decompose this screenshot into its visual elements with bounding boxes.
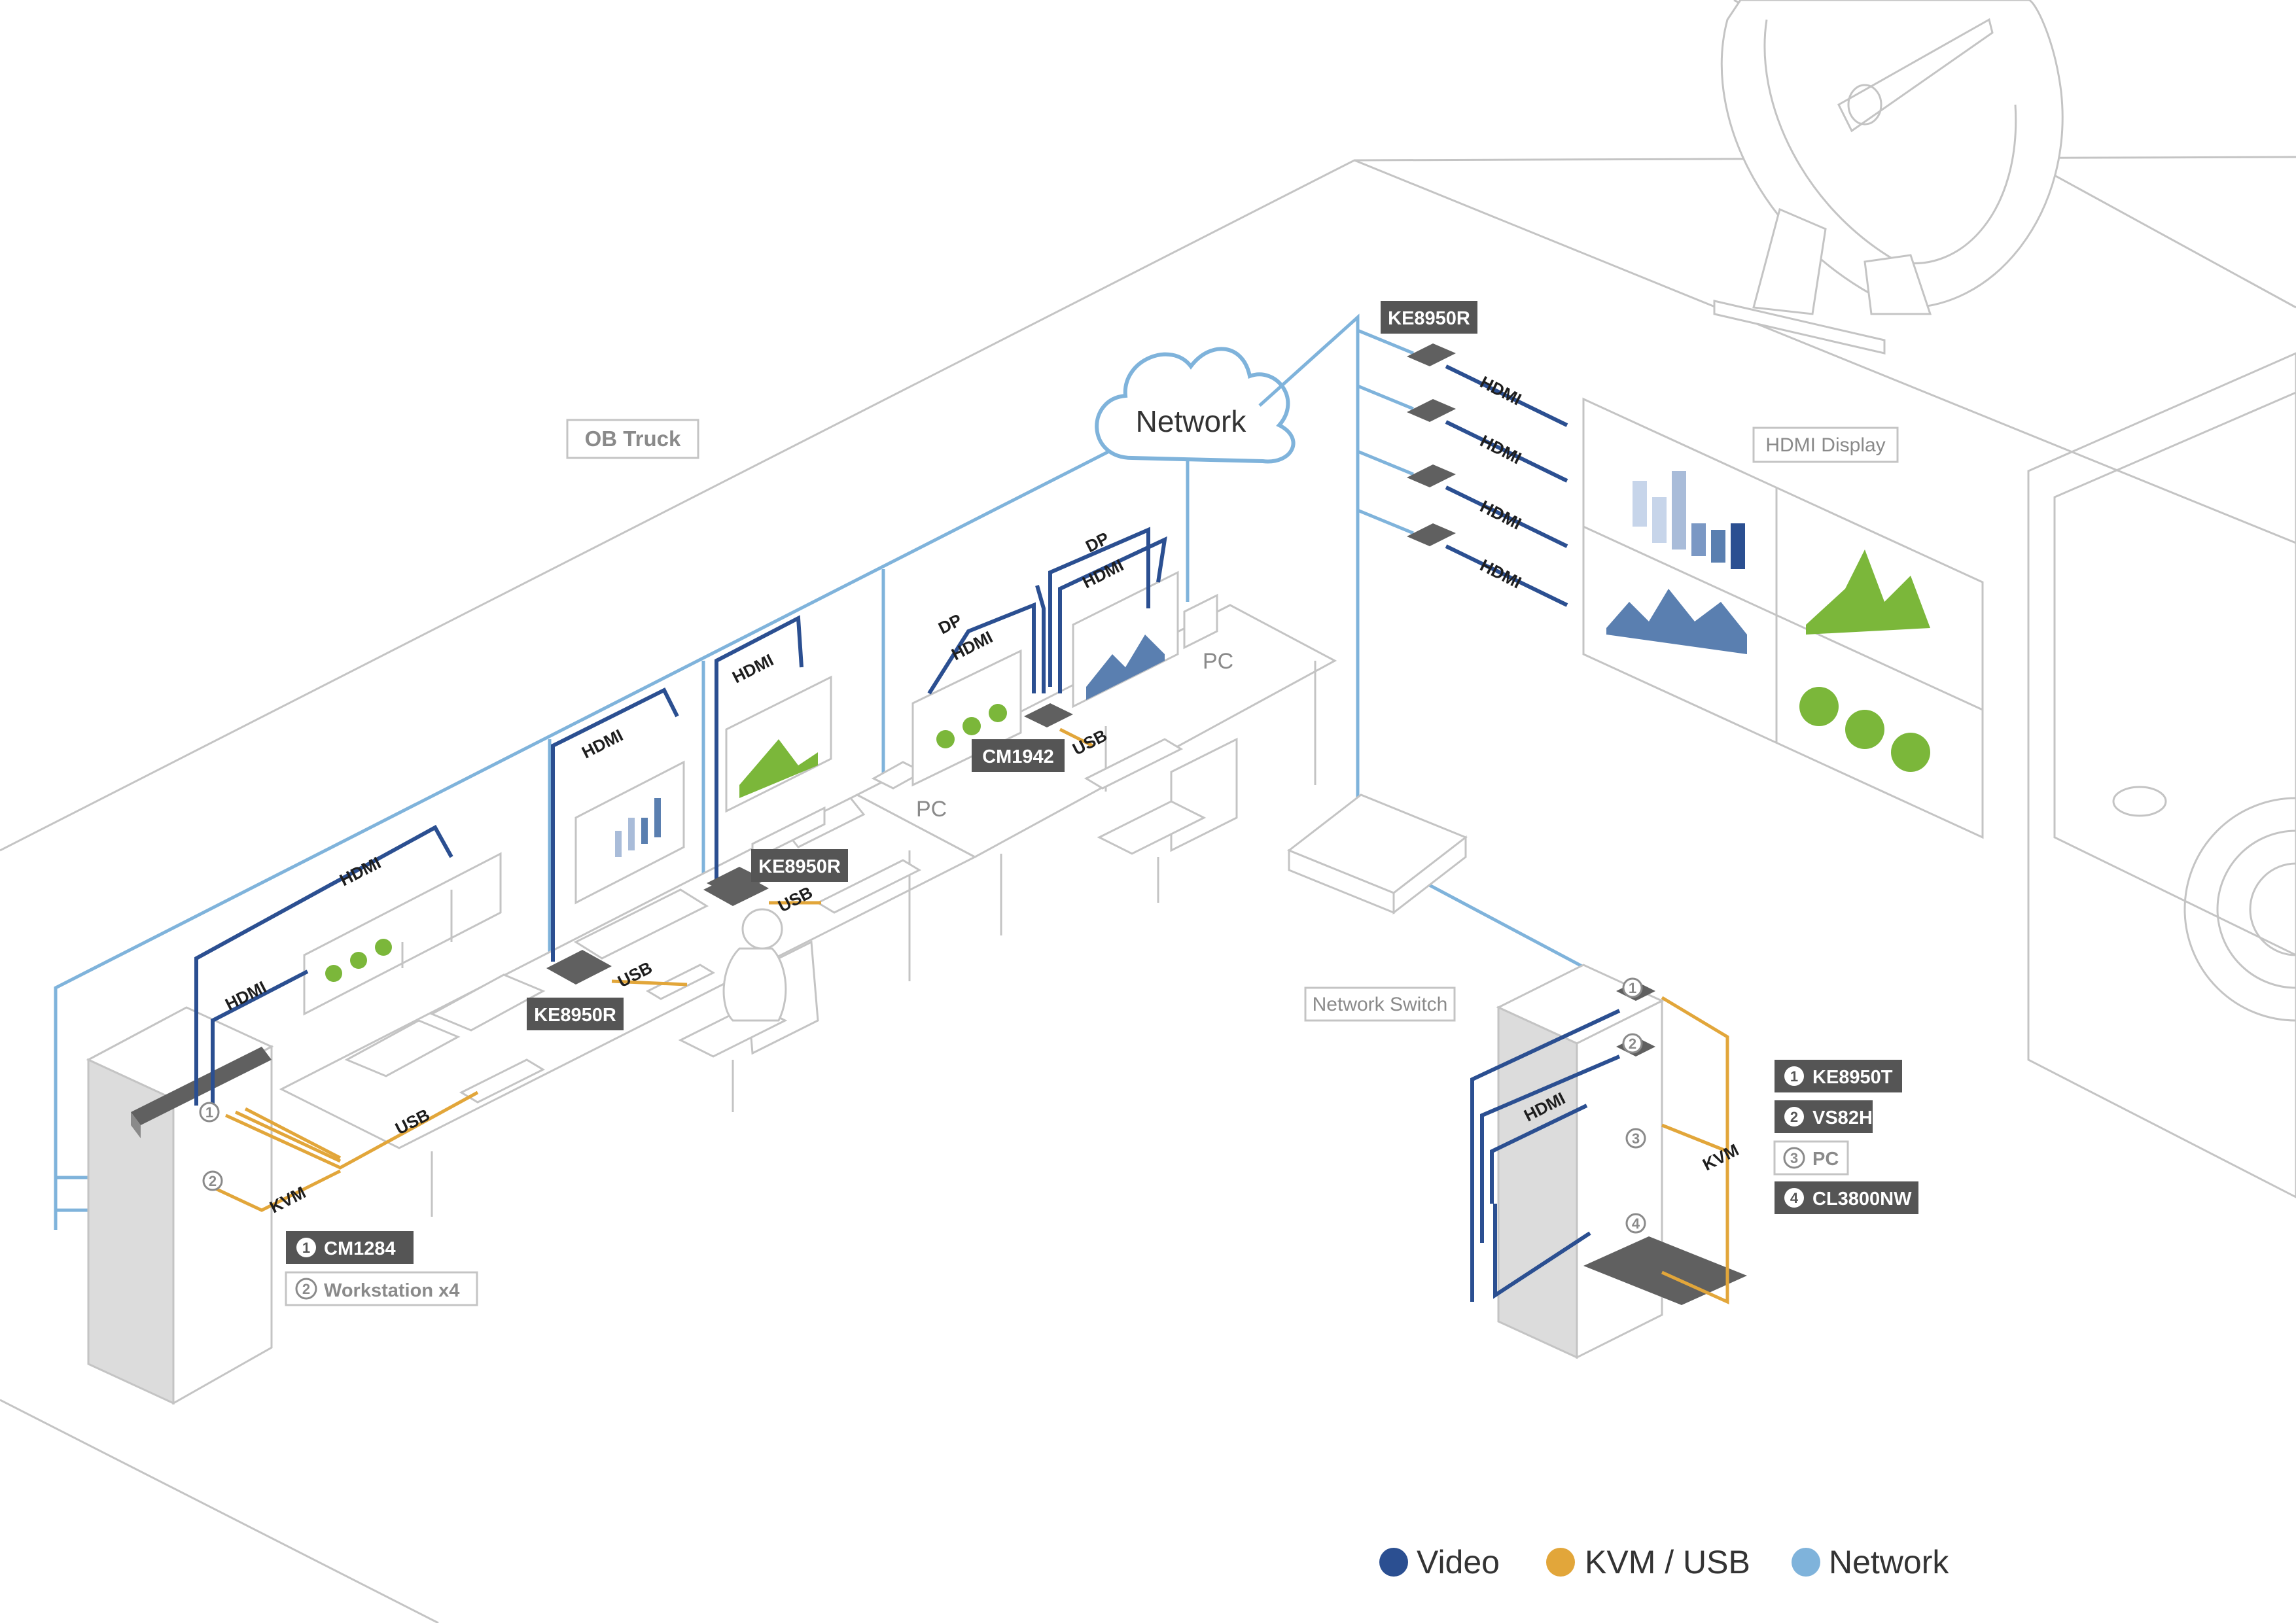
device-label-ke8950r-left: KE8950R	[527, 998, 624, 1030]
ke8950r-unit-2	[1407, 399, 1456, 422]
device-label-cm1942: CM1942	[972, 739, 1065, 772]
svg-text:Network: Network	[1829, 1544, 1949, 1580]
kvm-label-2: KVM	[1699, 1140, 1742, 1174]
svg-text:2: 2	[302, 1281, 310, 1297]
svg-text:CL3800NW: CL3800NW	[1812, 1189, 1912, 1210]
rack-right	[1496, 964, 1747, 1359]
svg-text:1: 1	[302, 1240, 310, 1256]
video-cables	[194, 364, 1621, 1302]
svg-text:1: 1	[205, 1104, 213, 1121]
hdmi-label-9: HDMI	[1477, 497, 1525, 534]
marker-left-2: 2	[202, 1170, 223, 1191]
svg-text:PC: PC	[1812, 1149, 1839, 1170]
rack-left-item-1: 1 CM1284	[286, 1231, 414, 1264]
svg-text:2: 2	[1790, 1109, 1798, 1125]
rack-right-item-4: 4 CL3800NW	[1775, 1181, 1918, 1214]
hdmi-label-5: HDMI	[948, 627, 996, 664]
legend-video: Video	[1379, 1544, 1500, 1580]
rack-right-item-2: 2 VS82H	[1775, 1100, 1873, 1133]
rack-left	[86, 1006, 274, 1405]
marker-right-4: 4	[1625, 1213, 1646, 1234]
rack-left-legend: 1 CM1284 2 Workstation x4	[285, 1231, 478, 1306]
marker-left-1: 1	[199, 1102, 220, 1123]
ke8950r-unit-4	[1407, 523, 1456, 546]
device-label-ke8950r-mid: KE8950R	[751, 849, 848, 882]
legend-kvm-usb: KVM / USB	[1546, 1544, 1750, 1580]
svg-text:KE8950R: KE8950R	[758, 856, 841, 877]
hdmi-video-wall	[1582, 397, 1984, 839]
svg-text:KE8950R: KE8950R	[1388, 308, 1470, 329]
ke8950r-unit-1	[1407, 343, 1456, 366]
area-label-hdmi-display: HDMI Display	[1752, 427, 1899, 463]
network-switch	[1287, 794, 1468, 915]
svg-text:VS82H: VS82H	[1812, 1108, 1873, 1128]
hdmi-label-2: HDMI	[222, 977, 270, 1014]
svg-text:3: 3	[1790, 1150, 1798, 1166]
svg-text:OB Truck: OB Truck	[585, 427, 681, 451]
monitor-dp-1	[911, 649, 1022, 787]
svg-text:HDMI Display: HDMI Display	[1765, 434, 1885, 456]
rack-right-legend: 1 KE8950T 2 VS82H 3 PC 4 CL3800NW	[1773, 1060, 1918, 1214]
pc-label-left: PC	[916, 797, 947, 822]
hdmi-label-10: HDMI	[1477, 555, 1525, 593]
marker-right-2: 2	[1622, 1033, 1643, 1054]
area-label-network-switch: Network Switch	[1304, 986, 1456, 1022]
network-cloud: Network	[1095, 347, 1296, 464]
svg-text:4: 4	[1632, 1215, 1640, 1232]
svg-text:1: 1	[1790, 1068, 1798, 1085]
dp-label-1: DP	[935, 610, 965, 638]
monitor-left-1	[303, 852, 502, 1016]
hdmi-label-6: HDMI	[1079, 555, 1127, 592]
svg-text:2: 2	[209, 1173, 217, 1189]
svg-text:1: 1	[1629, 980, 1636, 996]
network-cables	[54, 313, 1624, 1230]
svg-text:CM1942: CM1942	[982, 746, 1054, 767]
svg-text:Video: Video	[1417, 1544, 1500, 1580]
kvm-label-1: KVM	[266, 1182, 309, 1217]
kvm-usb-cables	[211, 727, 1729, 1304]
device-label-ke8950r-top: KE8950R	[1381, 301, 1477, 334]
legend-network: Network	[1792, 1544, 1949, 1580]
cm1942-unit	[1024, 703, 1073, 727]
monitors	[303, 570, 1179, 1016]
marker-right-1: 1	[1622, 977, 1643, 998]
hdmi-label-7: HDMI	[1477, 372, 1525, 410]
svg-text:Workstation x4: Workstation x4	[324, 1280, 459, 1301]
hdmi-label-4: HDMI	[729, 650, 777, 687]
svg-text:2: 2	[1629, 1036, 1636, 1052]
ke8950r-unit-3	[1407, 464, 1456, 487]
rack-left-item-2: 2 Workstation x4	[285, 1271, 478, 1306]
area-label-ob-truck: OB Truck	[566, 419, 699, 459]
rack-right-item-1: 1 KE8950T	[1775, 1060, 1902, 1092]
svg-text:KVM / USB: KVM / USB	[1585, 1544, 1750, 1580]
svg-text:KE8950T: KE8950T	[1812, 1067, 1893, 1088]
dp-label-2: DP	[1082, 528, 1112, 556]
rack-right-item-3: 3 PC	[1773, 1140, 1849, 1176]
svg-text:KE8950R: KE8950R	[534, 1005, 616, 1026]
network-cloud-label: Network	[1136, 404, 1247, 438]
marker-right-3: 3	[1625, 1128, 1646, 1149]
svg-text:3: 3	[1632, 1130, 1640, 1147]
color-legend: Video KVM / USB Network	[1379, 1544, 1949, 1580]
ke8950r-unit-left-top	[707, 867, 766, 896]
hdmi-label-8: HDMI	[1477, 431, 1525, 468]
ke8950r-unit-mid	[546, 950, 612, 985]
markers: 1 2 1 2 3 4	[199, 977, 1646, 1234]
control-desk	[279, 593, 1337, 1217]
svg-text:4: 4	[1790, 1190, 1799, 1206]
svg-text:CM1284: CM1284	[324, 1238, 396, 1259]
hdmi-label-1: HDMI	[336, 852, 384, 890]
satellite-dish-icon	[1713, 0, 2064, 355]
pc-label-right: PC	[1203, 649, 1233, 674]
svg-text:Network Switch: Network Switch	[1313, 994, 1448, 1015]
